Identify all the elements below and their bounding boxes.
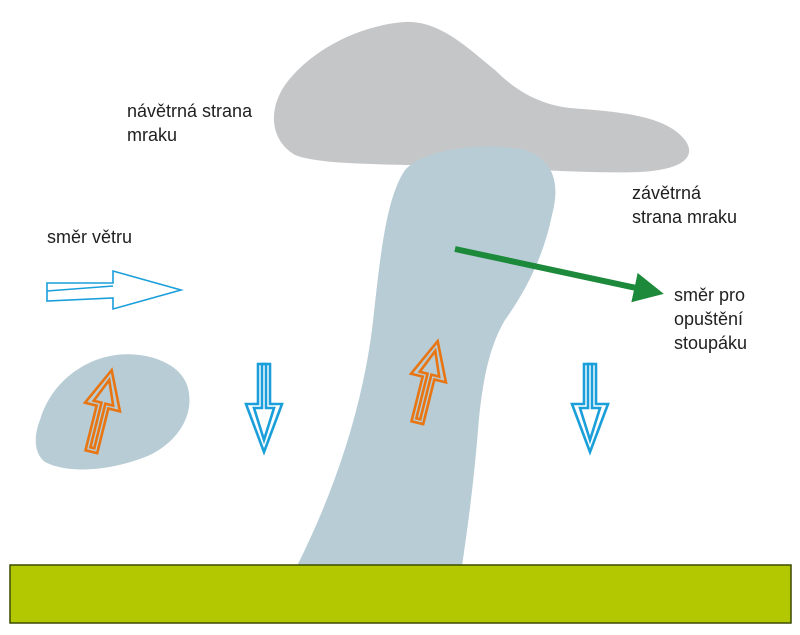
downdraft-arrow-left-outer [244, 362, 284, 456]
updraft-arrow-column-inner [414, 347, 441, 421]
updraft-arrow-bubble-outer [82, 367, 122, 455]
label-exit-direction-line-1: směr pro [674, 285, 746, 305]
exit-direction-arrow-icon [454, 246, 664, 303]
label-exit-direction: směr pro opuštění stoupáku [674, 283, 747, 355]
downdraft-arrow-left-icon [244, 362, 284, 456]
wind-direction-arrow-icon [46, 269, 184, 311]
label-wind-direction: směr větru [47, 225, 132, 249]
updraft-arrow-bubble-inner [88, 376, 115, 450]
updraft-arrow-column-icon [408, 338, 448, 426]
label-leeward-side-line-2: strana mraku [632, 207, 738, 227]
label-windward-side-line-2: mraku [127, 125, 178, 145]
label-windward-side: návětrná strana mraku [127, 99, 252, 147]
label-leeward-side: závětrná strana mraku [632, 181, 737, 229]
ground [9, 564, 792, 624]
label-exit-direction-line-2: opuštění [674, 309, 744, 329]
downdraft-arrow-right-inner [578, 362, 602, 445]
wind-arrow-inner-line [46, 285, 114, 292]
downdraft-arrow-right-outer [570, 362, 610, 456]
label-exit-direction-line-3: stoupáku [674, 333, 748, 353]
downdraft-arrow-left-inner [252, 362, 276, 445]
thermal-bubble [35, 354, 190, 470]
label-leeward-side-line-1: závětrná [632, 183, 702, 203]
downdraft-arrow-right-icon [570, 362, 610, 456]
updraft-arrow-column-outer [408, 338, 448, 426]
label-wind-direction-line-1: směr větru [47, 227, 133, 247]
updraft-arrow-bubble-icon [82, 367, 122, 455]
cloud-cap [273, 21, 690, 173]
label-windward-side-line-1: návětrná strana [127, 101, 253, 121]
